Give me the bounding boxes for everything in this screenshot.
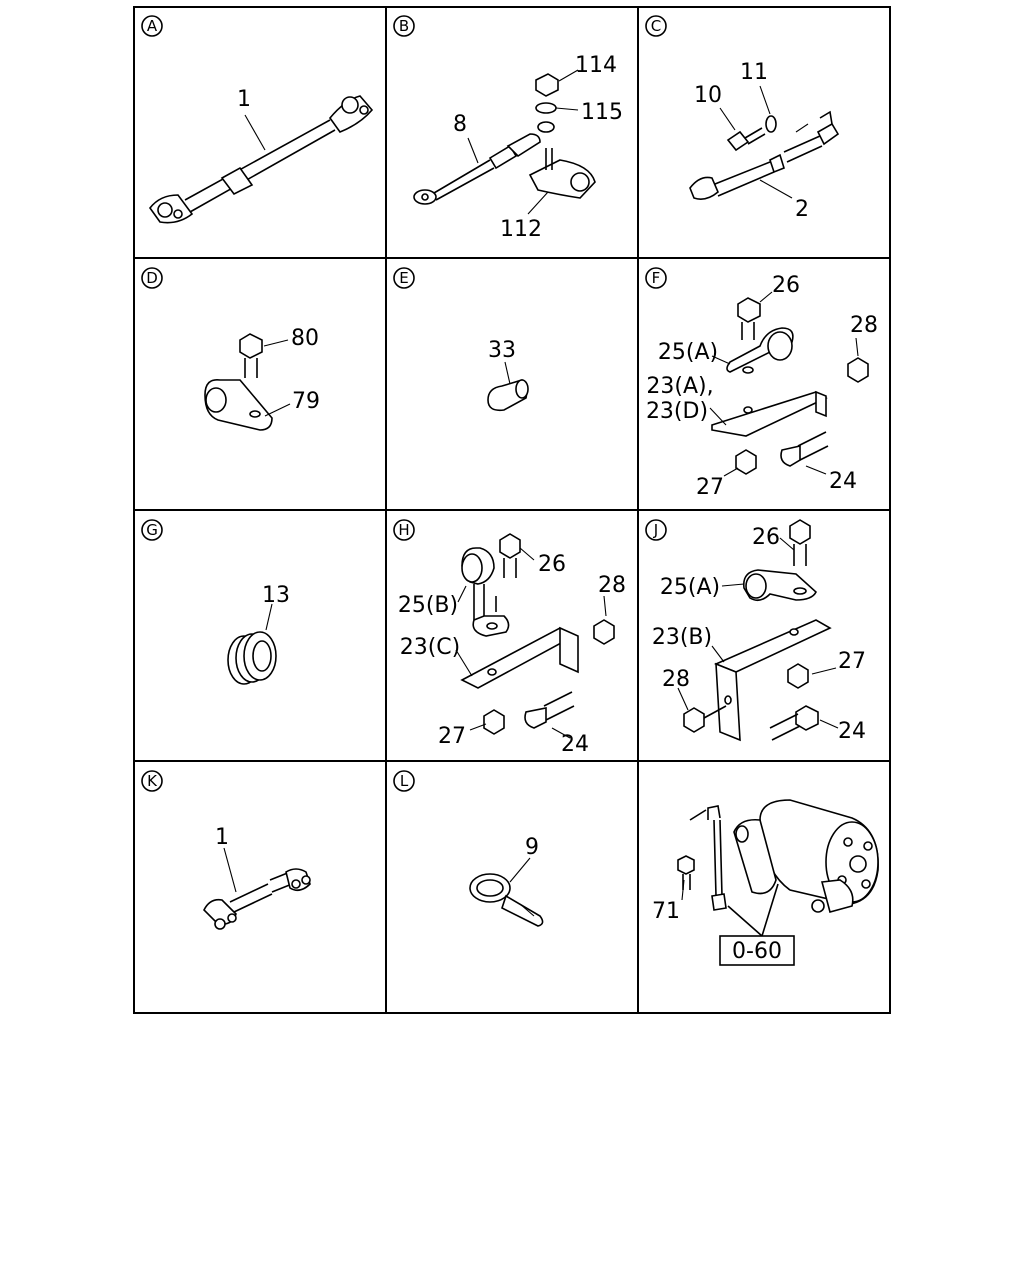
callout-label: 13 (262, 583, 290, 608)
callout-label: 79 (292, 389, 320, 414)
callout-label: 25(B) (398, 593, 458, 618)
callout-label: 71 (652, 899, 680, 924)
panel-letter: C (651, 17, 661, 35)
callout-label: 28 (598, 573, 626, 598)
panel-letter-circle (645, 519, 667, 541)
callout-label: 27 (438, 724, 466, 749)
starter-motor-illustration (677, 799, 879, 937)
panel-letter-circle (393, 770, 415, 792)
panel-letter-circle (141, 770, 163, 792)
short-cable-illustration (203, 847, 311, 930)
panel-h: H 26 28 25(B) 23(C) 27 (393, 519, 626, 757)
bracket-assembly-illustration (709, 291, 869, 477)
callout-label: 115 (581, 100, 623, 125)
panel-letter-circle (393, 519, 415, 541)
battery-cable-illustration (149, 95, 374, 224)
panel-starter-motor: 71 0-60 (652, 799, 879, 966)
callout-label: 25(A) (660, 575, 720, 600)
bracket-assembly-illustration (677, 519, 839, 742)
callout-label: 26 (752, 525, 780, 550)
clip-bolt-illustration (204, 333, 291, 431)
callout-label: 27 (696, 475, 724, 500)
callout-label: 11 (740, 60, 768, 85)
panel-letter: H (398, 521, 409, 539)
grommet-illustration (227, 603, 277, 685)
panel-letter-circle (393, 15, 415, 37)
panel-letter-circle (141, 519, 163, 541)
panel-letter: B (399, 17, 409, 35)
callout-label: 2 (795, 197, 809, 222)
callout-label: 26 (538, 552, 566, 577)
reference-label: 0-60 (732, 939, 782, 964)
panel-letter-circle (393, 267, 415, 289)
panel-letter: F (652, 269, 661, 287)
grid-frame (133, 6, 891, 1014)
callout-label: 114 (575, 53, 617, 78)
callout-label: 24 (838, 719, 866, 744)
clamp-band-illustration (469, 857, 544, 927)
cap-illustration (487, 361, 529, 412)
panel-letter: J (653, 521, 658, 539)
callout-label: 24 (829, 469, 857, 494)
callout-label: 80 (291, 326, 319, 351)
panel-b: B 114 115 8 112 (393, 15, 623, 242)
callout-label: 23(D) (646, 399, 708, 424)
panel-letter: E (399, 269, 408, 287)
callout-label: 33 (488, 338, 516, 363)
panel-d: D 80 79 (141, 267, 320, 431)
callout-label: 1 (215, 825, 229, 850)
callout-label: 112 (500, 217, 542, 242)
callout-label: 1 (237, 87, 251, 112)
panel-a: A 1 (141, 15, 374, 224)
callout-label: 24 (561, 732, 589, 757)
panel-letter: G (146, 521, 158, 539)
callout-label: 28 (662, 667, 690, 692)
panel-letter-circle (141, 267, 163, 289)
panel-letter: A (147, 17, 158, 35)
bracket-assembly-illustration (455, 533, 615, 739)
panel-letter: D (146, 269, 158, 287)
panel-k: K 1 (141, 770, 311, 930)
panel-j: J 26 25(A) 23(B) 27 28 24 (645, 519, 866, 744)
callout-label: 9 (525, 835, 539, 860)
callout-label: 25(A) (658, 340, 718, 365)
panel-g: G 13 (141, 519, 290, 685)
panel-letter: L (400, 772, 409, 790)
panel-letter-circle (141, 15, 163, 37)
panel-f: F 26 28 25(A) 23(A), 23(D) 27 24 (645, 267, 878, 500)
panel-c: C 11 10 2 (645, 15, 840, 222)
panel-letter-circle (645, 15, 667, 37)
ground-cable-illustration (689, 85, 840, 200)
reference-box (719, 935, 795, 966)
callout-label: 8 (453, 112, 467, 137)
callout-label: 23(B) (652, 625, 712, 650)
panel-l: L 9 (393, 770, 544, 927)
panel-e: E 33 (393, 267, 529, 412)
callout-label: 28 (850, 313, 878, 338)
callout-label: 23(C) (400, 635, 461, 660)
panel-letter: K (147, 772, 158, 790)
terminal-cable-illustration (413, 69, 596, 215)
callout-label: 10 (694, 83, 722, 108)
callout-label: 23(A), (646, 374, 713, 399)
panel-letter-circle (645, 267, 667, 289)
callout-label: 27 (838, 649, 866, 674)
callout-label: 26 (772, 273, 800, 298)
